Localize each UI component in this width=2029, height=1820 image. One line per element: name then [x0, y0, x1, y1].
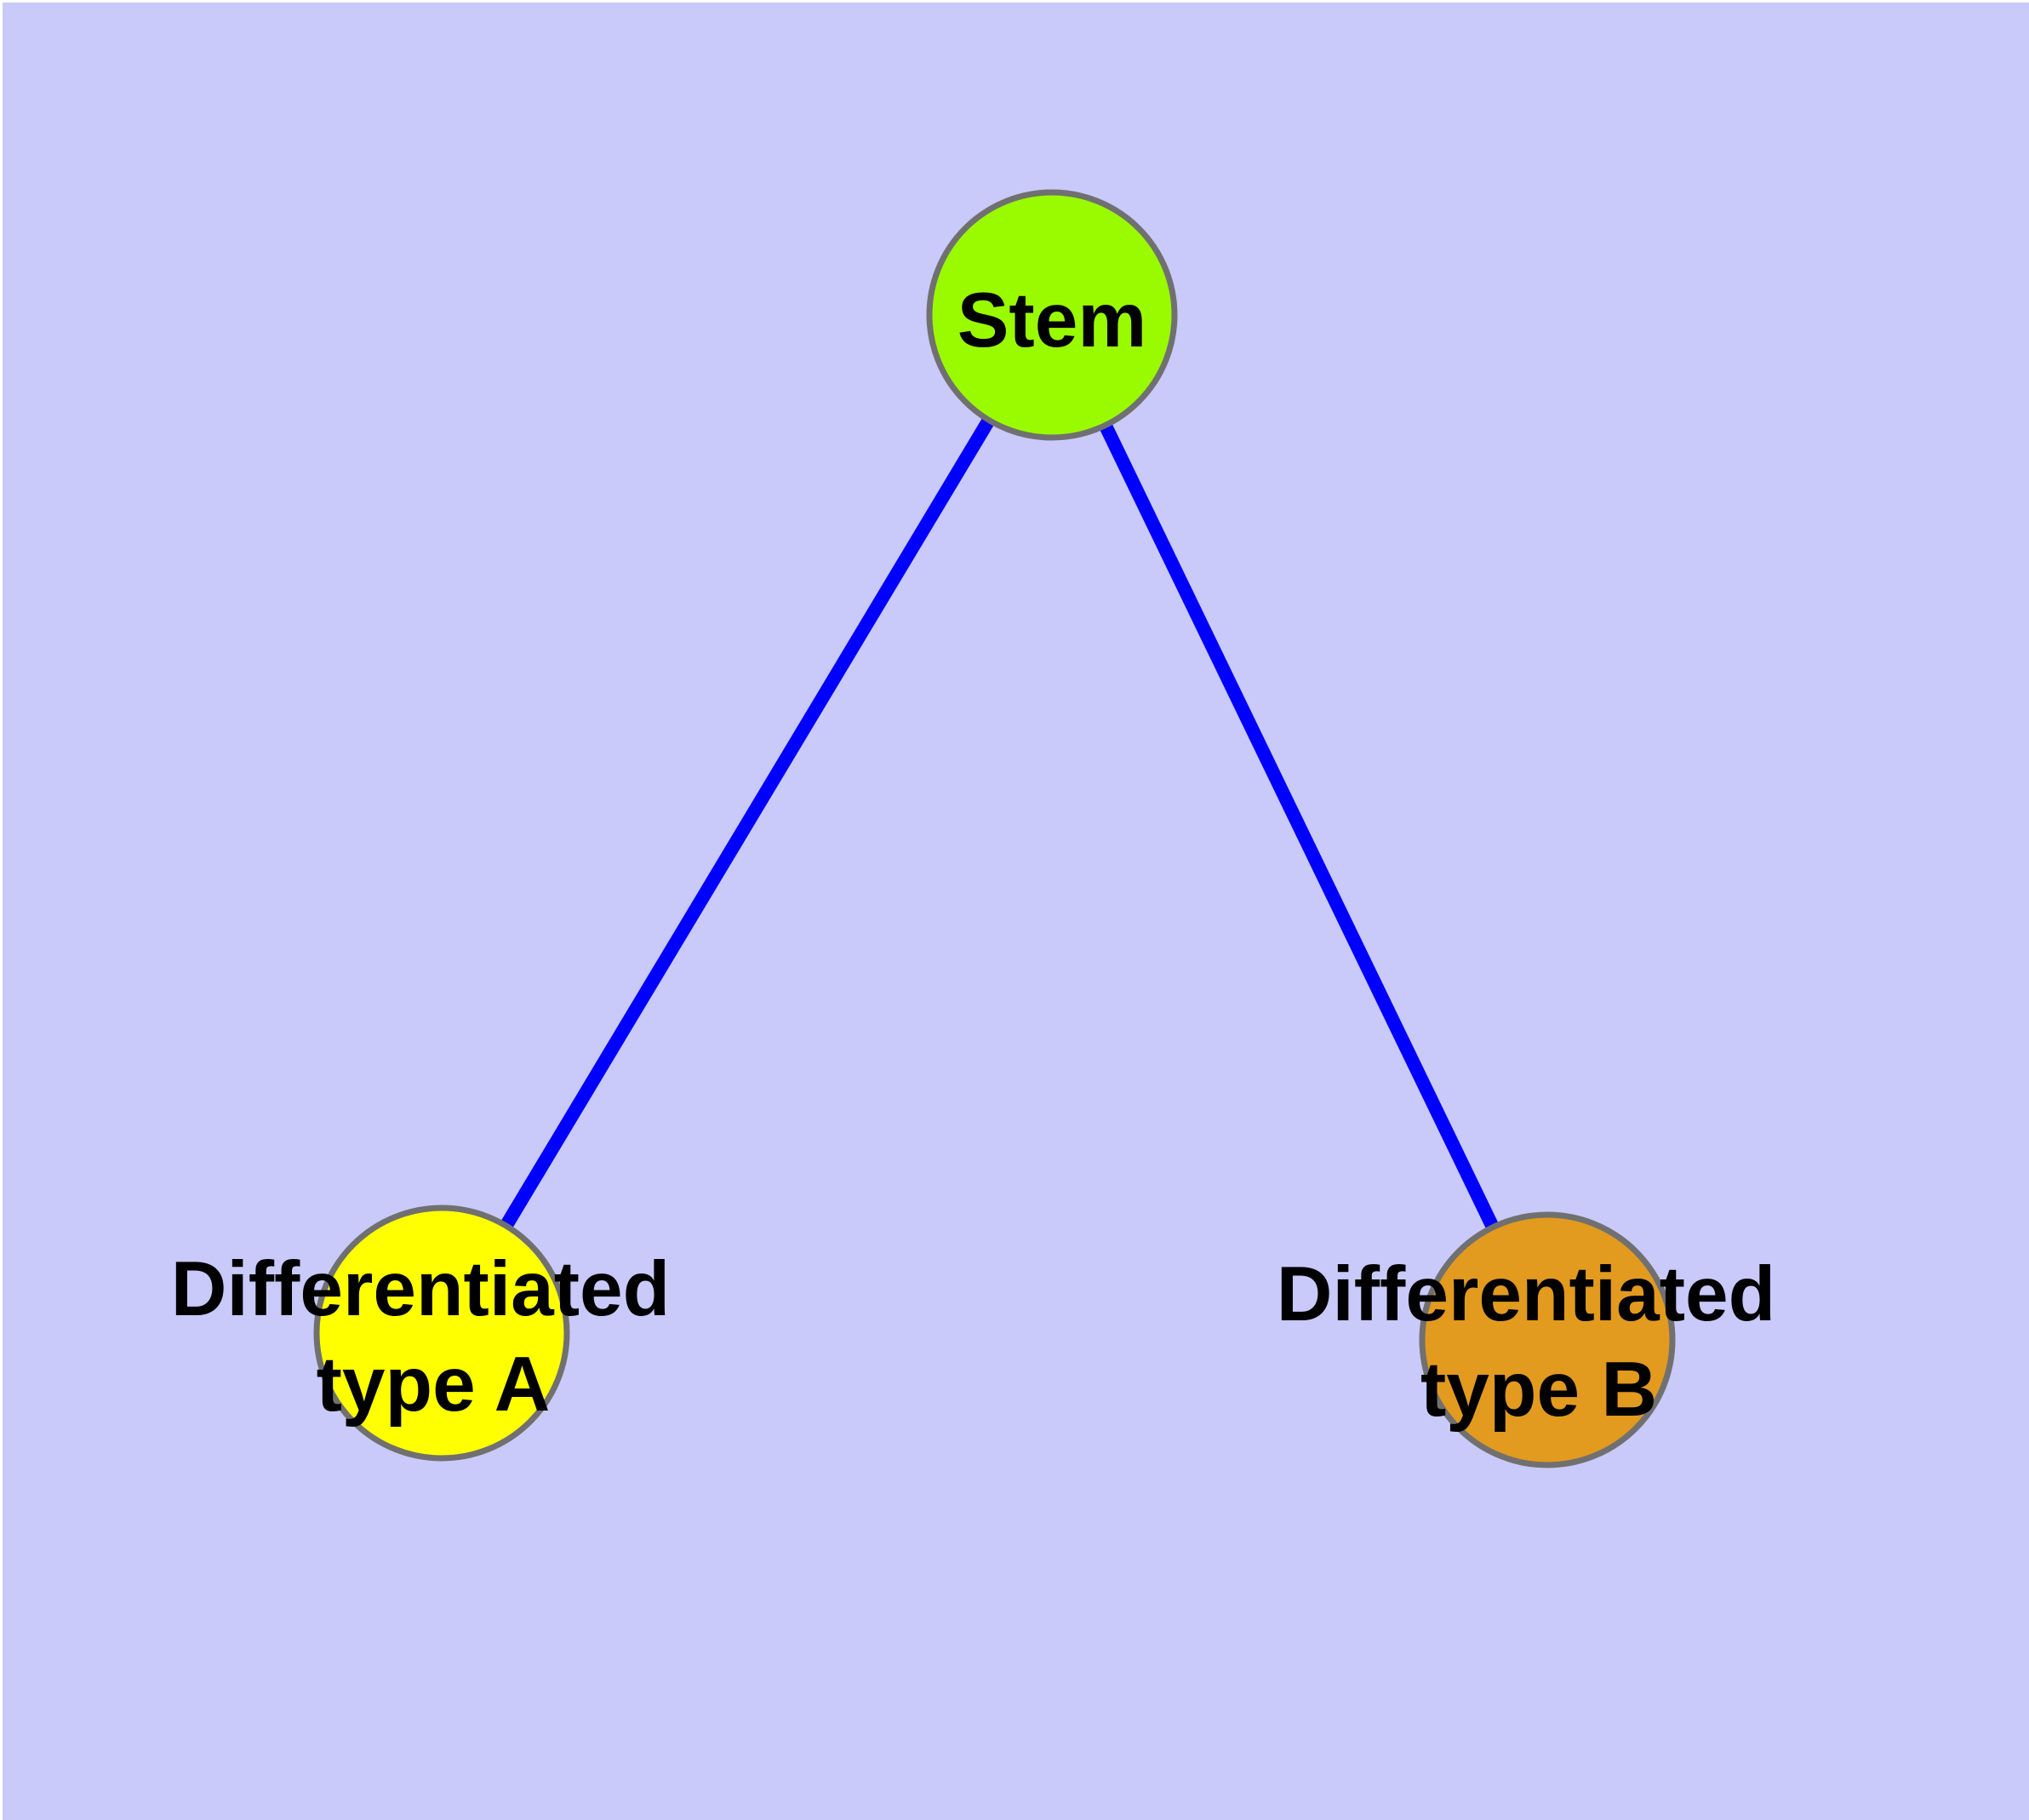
edge-stem-to-type-b[interactable]	[1045, 312, 1554, 1343]
node-type-a-label-line2: type A	[317, 1342, 551, 1428]
node-stem-circle[interactable]	[926, 189, 1178, 441]
node-type-a-circle[interactable]	[313, 1205, 570, 1462]
node-type-b-circle[interactable]	[1419, 1211, 1676, 1468]
page-edge-top	[0, 0, 2029, 3]
edge-stem-to-type-a[interactable]	[436, 311, 1058, 1337]
node-type-a-label-line1: Differentiated	[171, 1246, 671, 1332]
node-type-b-label-line1: Differentiated	[1277, 1251, 1776, 1337]
node-stem-label: Stem	[957, 278, 1147, 363]
node-type-b-label-line2: type B	[1420, 1347, 1657, 1433]
page-edge-left	[0, 0, 3, 1820]
